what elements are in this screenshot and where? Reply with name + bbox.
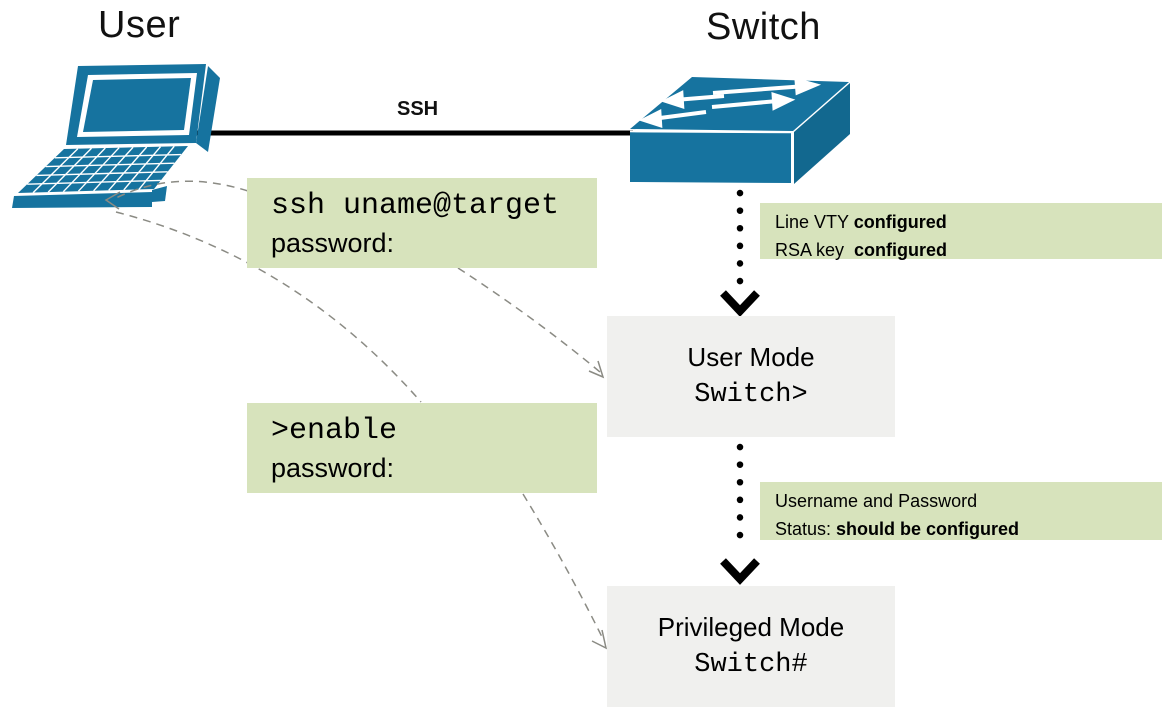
user-title: User [98,4,181,46]
enable-password-prompt: password: [271,452,395,483]
switch-arrows-icon [638,77,822,128]
user-mode-title: User Mode [687,341,815,372]
user-mode-prompt: Switch> [694,379,808,410]
rsa-status-text: RSA key [775,239,855,260]
credentials-status-label: Username and Password Status: should be … [760,482,1162,540]
privileged-mode-box: Privileged Mode Switch# [607,586,895,707]
vty-status-line: Line VTY configured [775,209,1162,237]
switch-icon [629,77,850,184]
connector-enablebox-to-privmode [522,493,605,642]
connector-sshbox-to-usermode [457,267,601,373]
switch-title: Switch [706,6,821,48]
credentials-status-line: Status: should be configured [775,516,1162,544]
credentials-status-value: should be configured [836,518,1020,539]
laptop-keyboard-grid [27,145,182,194]
connector-arrowhead-privmode [591,629,608,650]
connector-sshbox-to-laptop [113,180,249,200]
connector-arrowhead-laptop [104,191,121,210]
rsa-status-value: configured [854,239,948,260]
connector-arrowhead-usermode [588,360,605,379]
user-mode-box: User Mode Switch> [607,316,895,437]
vty-status-text: Line VTY [775,212,854,232]
enable-command-text: >enable [271,414,398,448]
credentials-line: Username and Password [775,488,1162,516]
ssh-command-text: ssh uname@target [271,189,560,223]
connector-laptop-to-enablebox [115,211,422,403]
ssh-password-prompt: password: [271,227,395,258]
laptop-icon [12,64,220,208]
vty-rsa-status-label: Line VTY configured RSA key configured [760,203,1162,260]
ssh-link-label: SSH [397,98,439,120]
credentials-text: Username and Password [775,491,978,511]
credentials-status-text: Status: [775,518,837,539]
vty-status-value: configured [853,212,947,232]
rsa-status-line: RSA key configured [775,237,1162,265]
enable-command-box: >enable password: [247,403,597,493]
privileged-mode-prompt: Switch# [694,649,808,680]
flow-arrowhead-2 [720,558,760,585]
ssh-command-box: ssh uname@target password: [247,178,597,268]
flow-arrowhead-1 [720,290,760,317]
privileged-mode-title: Privileged Mode [657,611,845,642]
